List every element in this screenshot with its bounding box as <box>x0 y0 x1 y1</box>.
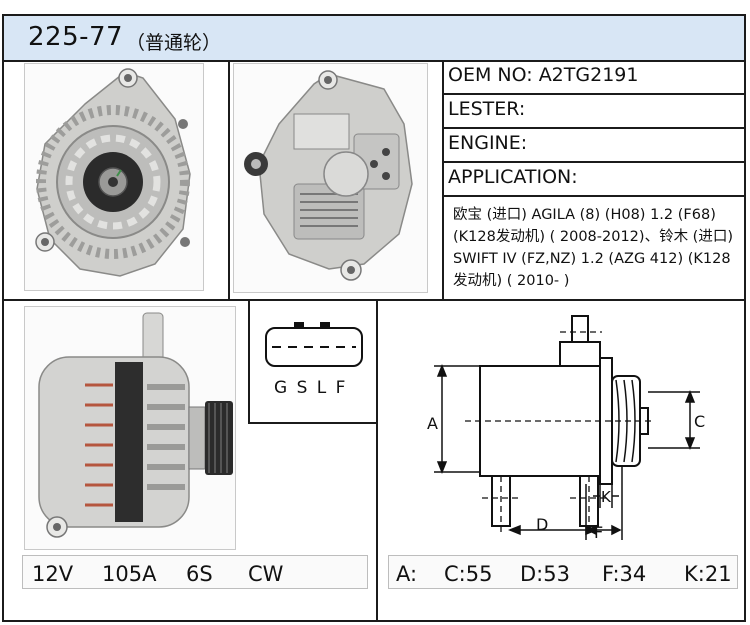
product-card: 225-77 （普通轮） <box>2 14 746 622</box>
divider-connector <box>248 422 378 424</box>
alternator-side-illustration <box>38 312 233 538</box>
application-label: APPLICATION: <box>448 166 578 188</box>
dim-k: K:21 <box>684 562 732 586</box>
lester-label: LESTER: <box>448 98 526 120</box>
divider-info-1 <box>442 93 744 95</box>
divider-info-4 <box>442 195 744 197</box>
dimensions-box <box>388 555 738 589</box>
connector-pin-labels: G S L F <box>274 378 347 398</box>
label-c: C <box>694 412 705 431</box>
spec-rotation: CW <box>248 562 284 586</box>
spec-current: 105A <box>102 562 157 586</box>
pulley-type: （普通轮） <box>126 32 222 54</box>
divider-info-3 <box>442 161 744 163</box>
divider-connector-left <box>248 299 250 424</box>
spec-grooves: 6S <box>186 562 213 586</box>
oem-value: A2TG2191 <box>538 64 639 86</box>
dim-a: A: <box>396 562 418 586</box>
divider-h-mid <box>4 299 744 301</box>
alternator-side-photo <box>24 306 236 550</box>
label-d: D <box>536 515 548 534</box>
connector-diagram: G S L F <box>262 320 366 406</box>
oem-row: OEM NO: A2TG2191 <box>448 64 638 86</box>
label-f: F <box>594 523 603 542</box>
divider-v1 <box>228 60 230 300</box>
alternator-rear-photo <box>233 63 428 293</box>
divider-info-2 <box>442 127 744 129</box>
part-code: 225-77 <box>28 22 124 52</box>
dim-d: D:53 <box>520 562 570 586</box>
card-header: 225-77 （普通轮） <box>4 16 744 62</box>
divider-v3 <box>376 299 378 622</box>
application-text: 欧宝 (进口) AGILA (8) (H08) 1.2 (F68) (K128发… <box>453 207 733 289</box>
engine-label: ENGINE: <box>448 132 528 154</box>
dimension-drawing: A C D F <box>410 308 740 548</box>
oem-label: OEM NO: <box>448 64 533 86</box>
dim-f: F:34 <box>602 562 647 586</box>
spec-voltage: 12V <box>32 562 74 586</box>
dim-c: C:55 <box>444 562 493 586</box>
label-k: K <box>601 488 612 506</box>
specs-box <box>22 555 368 589</box>
alternator-front-photo <box>24 63 204 291</box>
label-a: A <box>427 414 438 433</box>
divider-v2 <box>442 60 444 300</box>
connector-plug-icon <box>265 322 363 367</box>
dimension-diagram-svg: A C D F <box>427 315 705 542</box>
alternator-front-illustration <box>35 68 191 277</box>
alternator-rear-illustration <box>244 70 413 281</box>
